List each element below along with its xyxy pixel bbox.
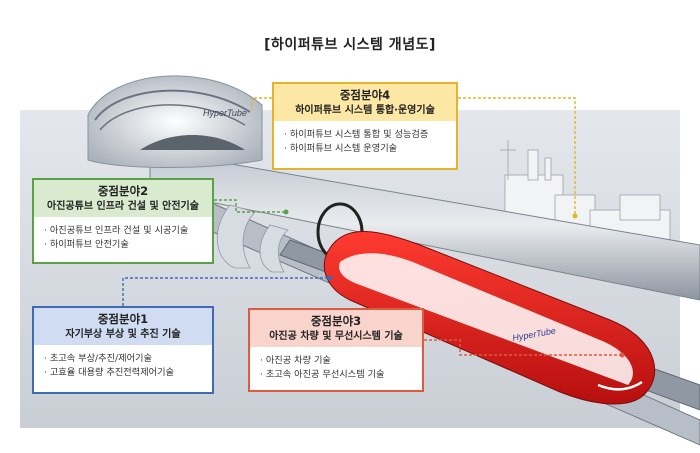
connector-dot-area1 <box>327 275 333 281</box>
focus-area-3-box: 중점분야3 아진공 차량 및 무선시스템 기술 · 아진공 차량 기술 · 초고… <box>248 308 424 392</box>
list-item: · 초고속 아진공 무선시스템 기술 <box>260 369 385 380</box>
focus-area-2-subheading: 아진공튜브 인프라 건설 및 안전기술 <box>47 201 199 212</box>
connector-dot-area3 <box>619 352 625 358</box>
focus-area-3-subheading: 아진공 차량 및 무선시스템 기술 <box>269 331 403 342</box>
list-item: · 하이퍼튜브 시스템 운영기술 <box>284 143 398 154</box>
connector-dot-area2 <box>283 209 289 215</box>
list-item: · 아진공튜브 인프라 건설 및 시공기술 <box>44 225 189 236</box>
tube-pillars <box>216 204 289 273</box>
focus-area-2-box: 중점분야2 아진공튜브 인프라 건설 및 안전기술 · 아진공튜브 인프라 건설… <box>32 178 214 264</box>
focus-area-3-header: 중점분야3 아진공 차량 및 무선시스템 기술 <box>250 310 422 347</box>
focus-area-1-heading: 중점분야1 <box>97 312 149 326</box>
focus-area-4-subheading: 하이퍼튜브 시스템 통합·운영기술 <box>295 105 435 116</box>
connector-area1 <box>122 277 330 306</box>
vacuum-tube <box>149 149 700 301</box>
diagram-title: [하이퍼튜브 시스템 개념도] <box>264 37 436 53</box>
focus-area-4-header: 중점분야4 하이퍼튜브 시스템 통합·운영기술 <box>274 84 456 121</box>
focus-area-4-list: · 하이퍼튜브 시스템 통합 및 성능검증 · 하이퍼튜브 시스템 운영기술 <box>274 121 456 163</box>
connector-area4 <box>458 97 576 215</box>
focus-area-2-list: · 아진공튜브 인프라 건설 및 시공기술 · 하이퍼튜브 안전기술 <box>34 217 212 259</box>
hypertube-vehicle <box>323 231 656 405</box>
connector-area3 <box>424 339 622 356</box>
focus-area-4-heading: 중점분야4 <box>339 88 391 102</box>
list-item: · 하이퍼튜브 안전기술 <box>44 239 129 250</box>
focus-area-1-subheading: 자기부상 부상 및 추진 기술 <box>65 329 181 340</box>
connector-area4-station <box>251 97 272 110</box>
focus-area-3-list: · 아진공 차량 기술 · 초고속 아진공 무선시스템 기술 <box>250 347 422 389</box>
connector-area2 <box>214 199 285 213</box>
station-logo: HyperTube <box>203 108 247 118</box>
list-item: · 초고속 부상/추진/제어기술 <box>44 353 152 364</box>
list-item: · 하이퍼튜브 시스템 통합 및 성능검증 <box>284 129 429 140</box>
focus-area-4-box: 중점분야4 하이퍼튜브 시스템 통합·운영기술 · 하이퍼튜브 시스템 통합 및… <box>272 82 458 170</box>
list-item: · 고효율 대용량 추진전력제어기술 <box>44 367 175 378</box>
list-item: · 아진공 차량 기술 <box>260 355 331 366</box>
connector-dot-area4 <box>572 213 578 219</box>
focus-area-1-box: 중점분야1 자기부상 부상 및 추진 기술 · 초고속 부상/추진/제어기술 ·… <box>32 306 214 394</box>
hypertube-station <box>87 75 263 168</box>
focus-area-3-heading: 중점분야3 <box>310 314 362 328</box>
focus-area-2-header: 중점분야2 아진공튜브 인프라 건설 및 안전기술 <box>34 180 212 217</box>
focus-area-2-heading: 중점분야2 <box>97 184 149 198</box>
focus-area-1-list: · 초고속 부상/추진/제어기술 · 고효율 대용량 추진전력제어기술 <box>34 345 212 387</box>
focus-area-1-header: 중점분야1 자기부상 부상 및 추진 기술 <box>34 308 212 345</box>
